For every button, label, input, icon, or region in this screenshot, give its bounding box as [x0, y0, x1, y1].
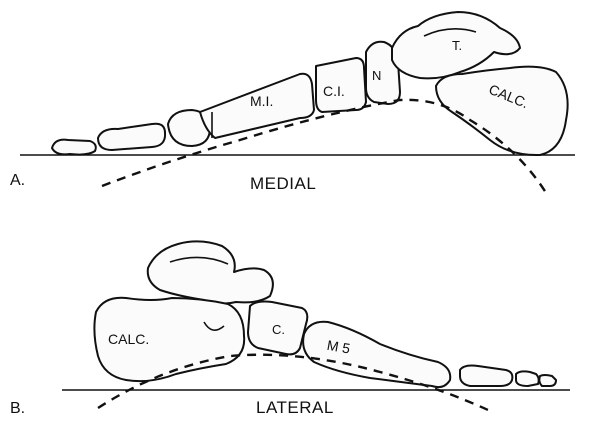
- panel-a-letter: A.: [10, 172, 25, 190]
- lateral-talus-bone: [148, 241, 273, 303]
- label-cuboid: C.: [272, 322, 285, 337]
- lateral-middle-phalanx: [516, 371, 539, 386]
- panel-a-medial: M.I. C.I. N T. CALC.: [20, 12, 575, 196]
- panel-a-caption: MEDIAL: [250, 174, 316, 194]
- lateral-proximal-phalanx: [460, 366, 512, 387]
- label-calcaneus-b: CALC.: [108, 331, 149, 347]
- panel-b-letter: B.: [10, 400, 25, 418]
- label-c1: C.I.: [323, 83, 345, 99]
- medial-distal-phalanx: [52, 140, 96, 155]
- fifth-metatarsal-bone: [303, 322, 450, 387]
- panel-b-lateral: CALC. C. M 5: [62, 241, 570, 410]
- label-talus: T.: [452, 38, 462, 53]
- label-m1: M.I.: [250, 93, 273, 109]
- label-navicular: N: [372, 68, 381, 83]
- medial-proximal-phalanx: [98, 124, 165, 150]
- panel-b-caption: LATERAL: [256, 398, 334, 418]
- lateral-distal-phalanx: [539, 375, 556, 386]
